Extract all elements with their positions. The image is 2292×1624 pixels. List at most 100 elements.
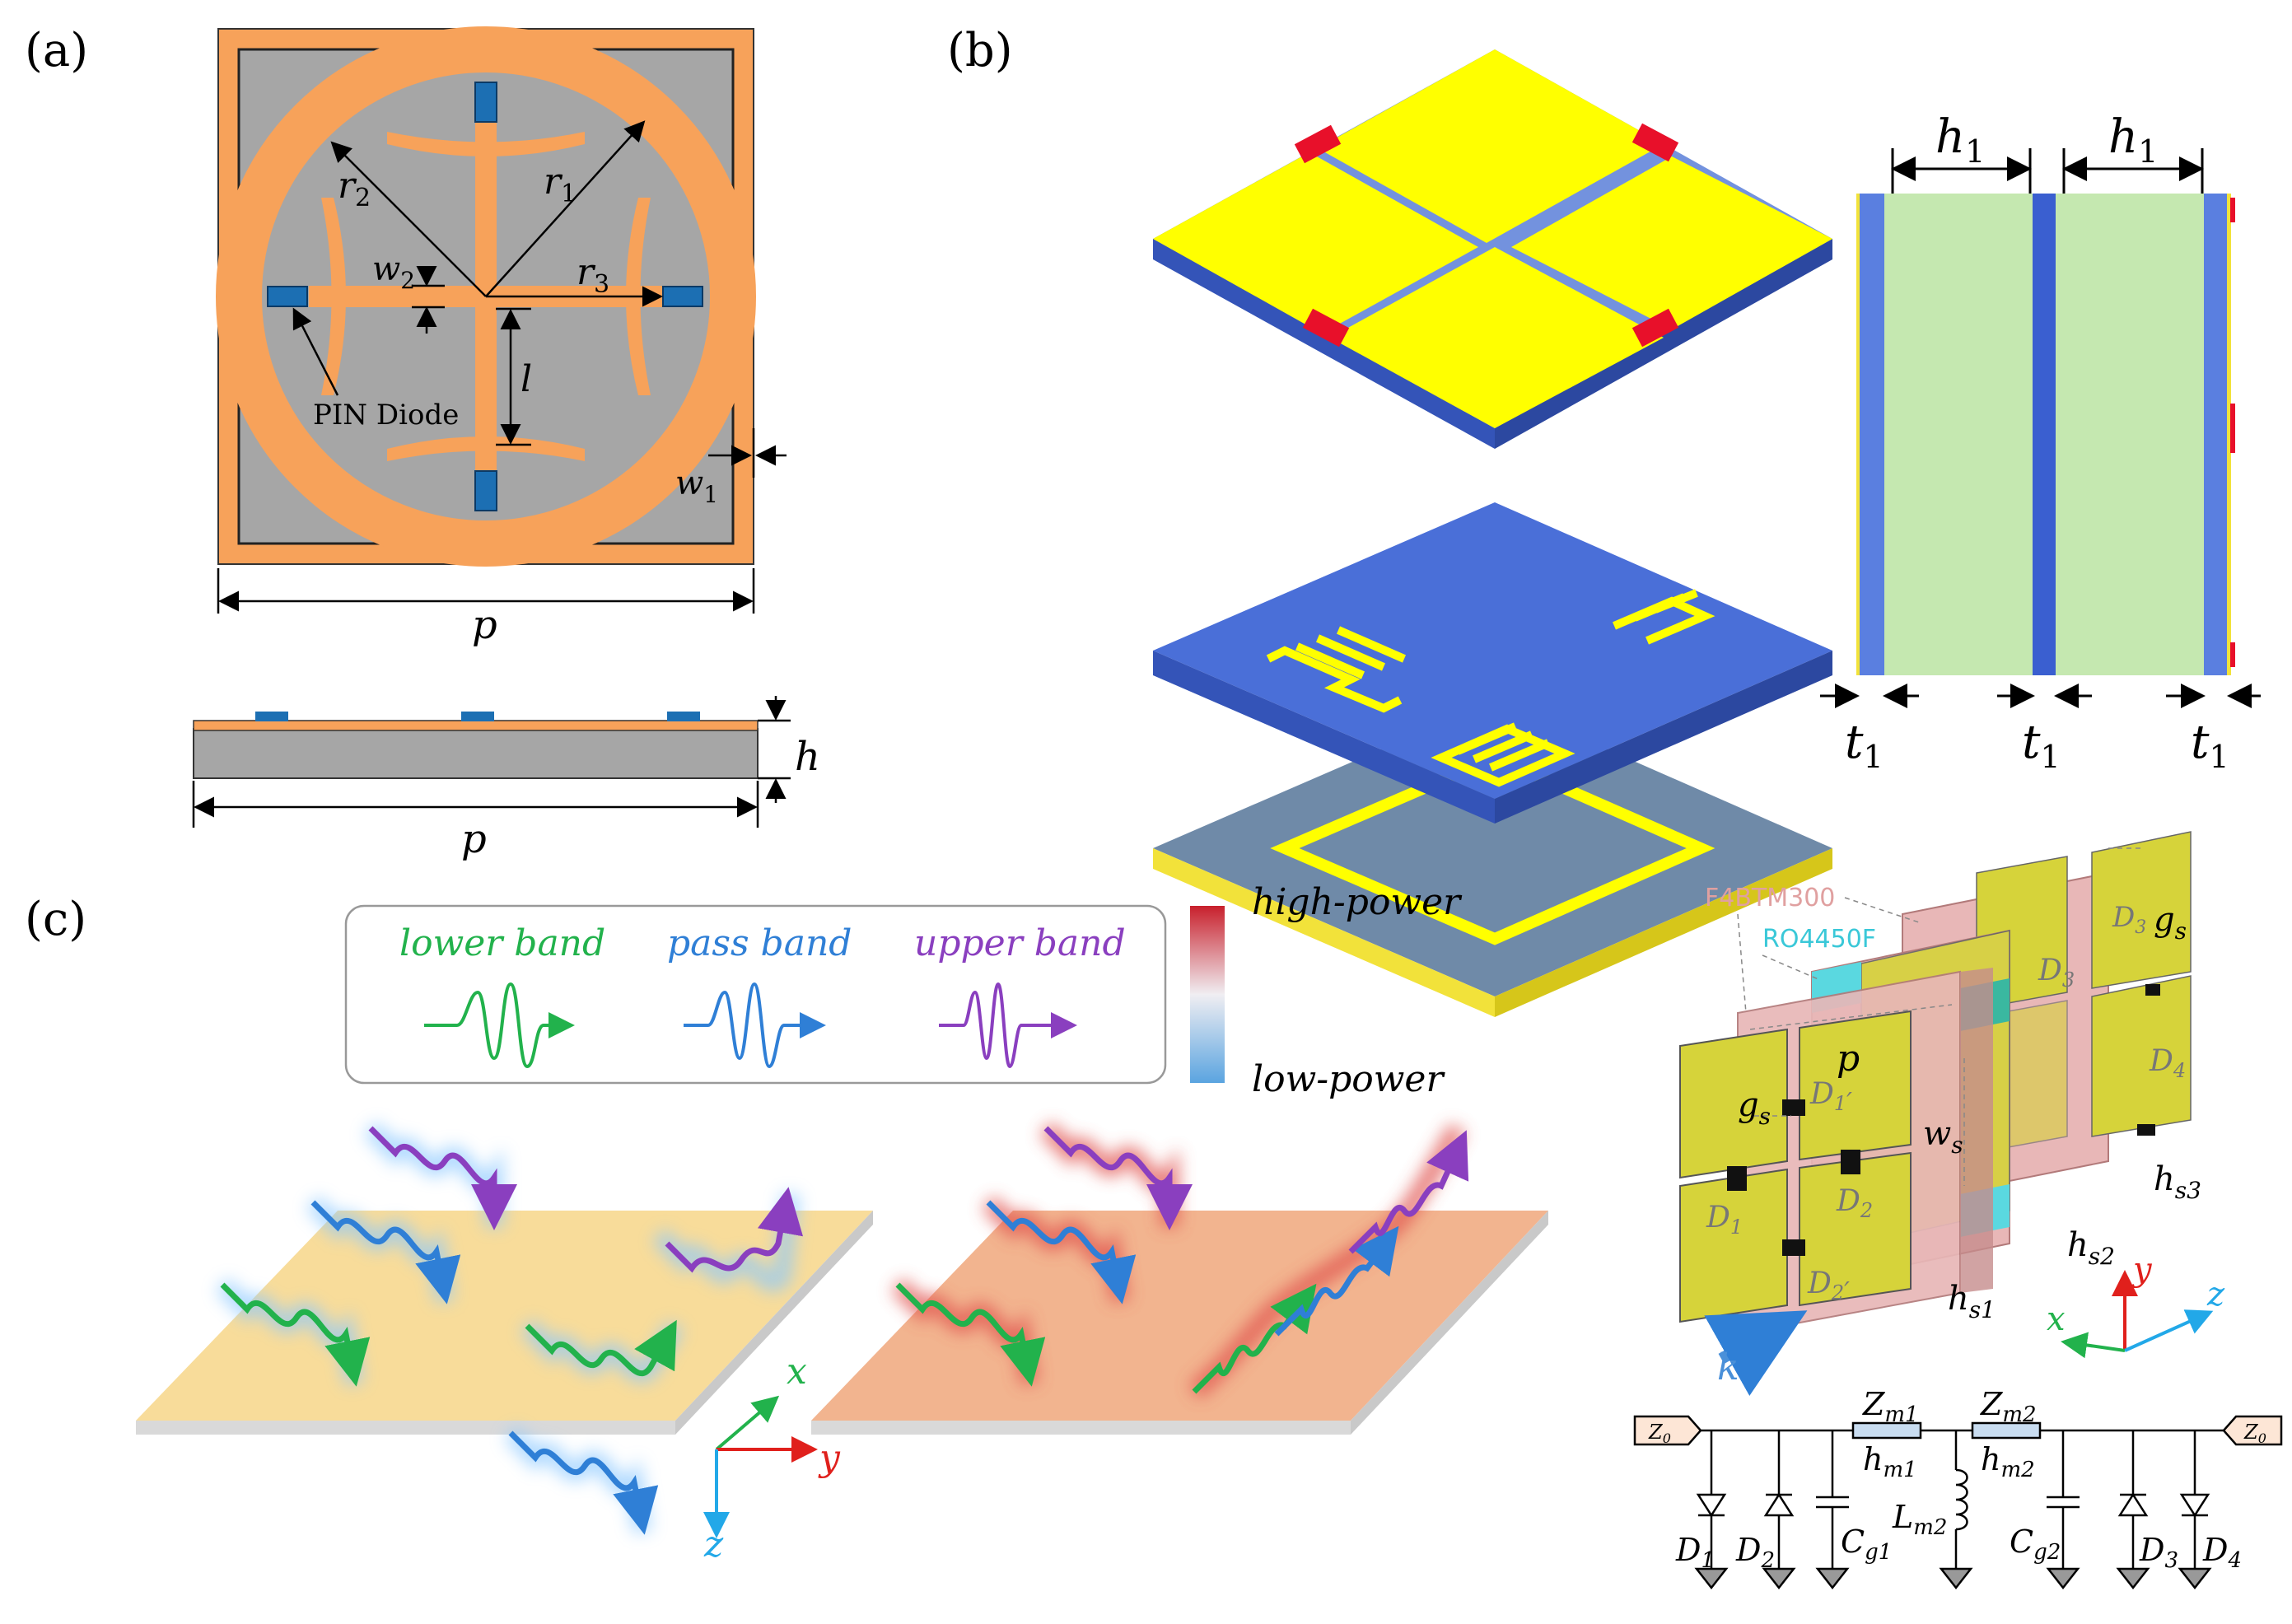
- front-diode-d1: [1727, 1166, 1747, 1191]
- low-power-board: [136, 1211, 873, 1435]
- r2-label: r2: [338, 165, 371, 212]
- middle-layer: [1153, 502, 1832, 824]
- p-label-d: p: [1837, 1038, 1860, 1080]
- cd4-label: D4: [2202, 1532, 2242, 1573]
- axis-x-label: x: [787, 1351, 807, 1393]
- high-power-board: [811, 1211, 1548, 1435]
- pin-diode-top: [474, 82, 497, 123]
- legend-wave-blue: [684, 982, 826, 1069]
- high-power-label: high-power: [1252, 881, 1463, 923]
- h1-label-right: h1: [2108, 110, 2158, 170]
- side-diode-1: [255, 712, 288, 721]
- legend-pass-band: pass band: [667, 922, 852, 964]
- bottom-layer: [1153, 700, 1832, 1017]
- front-patch-tl: [1679, 1028, 1788, 1179]
- d2-label: D2: [1836, 1184, 1873, 1222]
- panel-c-label: (c): [25, 893, 86, 946]
- pin-pointer: [292, 307, 339, 396]
- front-patch-br: [1799, 1151, 1912, 1307]
- hs2-label: hs2: [2067, 1226, 2115, 1270]
- legend-box: [344, 904, 1167, 1085]
- front-diode-d1p: [1782, 1099, 1805, 1116]
- zm1-label: Zm1: [1862, 1386, 1919, 1427]
- w2-label: w2: [372, 250, 415, 294]
- patch-right: [1511, 156, 1832, 329]
- diode-b-4: [1631, 308, 1679, 348]
- hm2-label: hm2: [1981, 1441, 2035, 1482]
- r3-label: r3: [577, 251, 609, 299]
- zm2-label: Zm2: [1980, 1386, 2037, 1427]
- panel-c: (c) lower band pass band upper band high…: [25, 881, 1548, 1566]
- legend-wave-purple: [939, 982, 1077, 1069]
- cd1-label: D1: [1675, 1532, 1715, 1573]
- gs-label-back: gs: [2154, 901, 2187, 945]
- outer-ring: [216, 26, 756, 567]
- pin-diode-bottom: [474, 470, 497, 511]
- high-power-waves: [891, 1122, 1469, 1399]
- h-label: h: [795, 734, 820, 780]
- hs3-label: hs3: [2154, 1160, 2201, 1204]
- port-left: [1633, 1415, 1702, 1446]
- port-left-label: Z0: [1648, 1421, 1671, 1446]
- cg1-label: Cg1: [1841, 1524, 1892, 1565]
- legend-wave-green: [424, 982, 575, 1069]
- p-bottom-label: p: [461, 816, 487, 862]
- diode-b-1: [1294, 124, 1342, 164]
- back-patch-tr: [2091, 831, 2192, 989]
- top-layer: [1153, 49, 1832, 449]
- power-colorbar: [1190, 906, 1225, 1083]
- cross-cap-top: [387, 132, 585, 156]
- d1-label: D1: [1706, 1201, 1743, 1239]
- ro4450-label: RO4450F: [1762, 925, 1876, 954]
- diode-b-3: [1302, 308, 1350, 348]
- legend-upper-band: upper band: [914, 922, 1126, 964]
- k-label: k: [1717, 1346, 1739, 1388]
- panel-d: F4BTM300 RO4450F gs gs p ws hs1 hs2 hs3 …: [1679, 831, 2225, 1396]
- port-right: [2222, 1415, 2283, 1446]
- d3-label: D3: [2038, 954, 2075, 992]
- port-right-label: Z0: [2243, 1421, 2266, 1446]
- patch-left: [1153, 152, 1478, 334]
- low-power-label: low-power: [1252, 1058, 1445, 1100]
- cg2-label: Cg2: [2010, 1524, 2061, 1565]
- side-view-substrate: [193, 728, 759, 779]
- r1-label: r1: [544, 161, 577, 208]
- h1-label-left: h1: [1935, 110, 1985, 170]
- d4-label: D4: [2149, 1044, 2186, 1082]
- back-patch-br: [2091, 975, 2192, 1137]
- axis-z-label: z: [703, 1524, 724, 1566]
- axis-d-z: z: [2206, 1276, 2225, 1314]
- t1-label-2: t1: [2022, 716, 2061, 775]
- circuit-labels: Z0 Z0 Zm1 Zm2 hm1 hm2 Lm2 Cg1 Cg2 D1 D2 …: [1648, 1386, 2266, 1573]
- legend-lower-band: lower band: [399, 922, 605, 964]
- patch-bottom: [1330, 247, 1664, 428]
- t1-label-1: t1: [1845, 716, 1884, 775]
- patch-top: [1318, 49, 1664, 243]
- cross-cap-bottom: [387, 436, 585, 461]
- front-diode-d2p: [1782, 1239, 1805, 1256]
- axes-c: [703, 1395, 818, 1538]
- w1-label: w1: [675, 464, 718, 508]
- cd3-label: D3: [2139, 1532, 2178, 1573]
- axis-y-label: y: [818, 1437, 841, 1479]
- p-top-label: p: [472, 602, 497, 648]
- side-view-copper: [193, 720, 759, 731]
- front-patch-bl: [1679, 1168, 1788, 1323]
- lm2-label: Lm2: [1892, 1499, 1947, 1540]
- side-diode-2: [461, 712, 494, 721]
- axes-d: [2061, 1270, 2214, 1359]
- panel-b: (b): [947, 24, 2261, 1017]
- r2-arrow: [330, 141, 487, 297]
- front-substrate-side: [1960, 968, 1993, 1293]
- hs1-label: hs1: [1948, 1280, 1996, 1323]
- r1-arrow: [485, 120, 646, 297]
- cross-section: [1856, 194, 2235, 675]
- pin-diode-right: [662, 286, 703, 307]
- f4btm-label: F4BTM300: [1705, 884, 1835, 912]
- cross-cap-left: [321, 198, 346, 395]
- ws-label: ws: [1923, 1115, 1963, 1159]
- panel-b-label: (b): [947, 24, 1013, 77]
- t1-label-3: t1: [2191, 716, 2229, 775]
- cd2-label: D2: [1735, 1532, 1775, 1573]
